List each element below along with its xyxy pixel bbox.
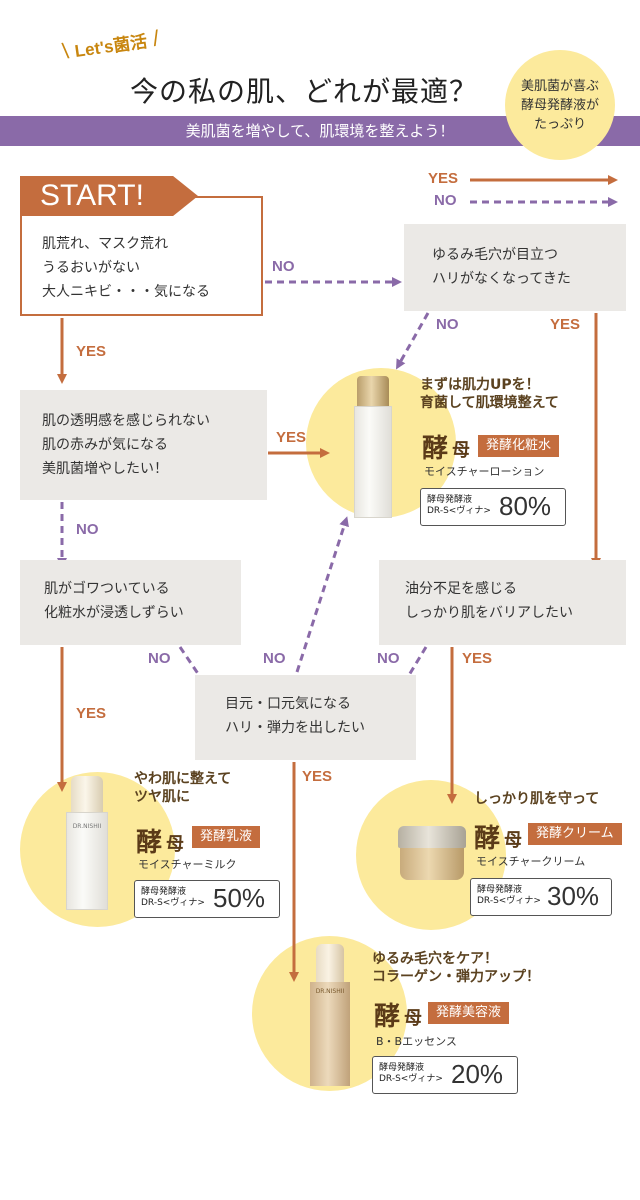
legend-no-label: NO xyxy=(434,192,457,209)
bottle-cap xyxy=(316,944,344,982)
essence-percent: 20% xyxy=(451,1059,504,1089)
arrow-q6-no xyxy=(295,516,349,673)
bottle-cap xyxy=(357,376,389,406)
cream-kanji-2: 母 xyxy=(504,830,522,851)
milk-kanji-1: 酵 xyxy=(136,828,163,858)
subtitle: 美肌菌を増やして、肌環境を整えよう！ xyxy=(185,122,455,140)
cream-kanji-1: 酵 xyxy=(474,824,501,854)
label-q5-yes: YES xyxy=(462,650,493,667)
label-q3-yes: YES xyxy=(550,316,581,333)
lotion-bottle xyxy=(354,376,392,518)
essence-bottle: DR.NISHII xyxy=(310,944,350,1086)
milk-kanji-2: 母 xyxy=(166,834,184,855)
start-tag: START! xyxy=(20,176,198,216)
milk-percent-box: 酵母発酵液 DR-S<ヴィナ> 50% xyxy=(134,880,280,918)
label-q2-no: NO xyxy=(76,521,99,538)
bottle-brand: DR.NISHII xyxy=(315,988,345,995)
lotion-name: モイスチャーローション xyxy=(424,465,545,478)
bottle-body: DR.NISHII xyxy=(310,982,350,1086)
label-q6-no: NO xyxy=(263,650,286,667)
question-line: 大人ニキビ・・・気になる xyxy=(42,284,210,300)
start-question-box: 肌荒れ、マスク荒れ うるおいがない 大人ニキビ・・・気になる xyxy=(20,196,263,316)
jar-body xyxy=(400,848,464,880)
lotion-percent: 80% xyxy=(499,491,552,521)
cream-headline: しっかり肌を守って xyxy=(474,791,600,807)
lotion-percent-box: 酵母発酵液 DR-S<ヴィナ> 80% xyxy=(420,488,566,526)
question-line: ハリがなくなってきた xyxy=(432,271,571,287)
lotion-kanji-1: 酵 xyxy=(422,434,449,464)
legend-yes-label: YES xyxy=(428,170,459,187)
question-line: 肌の透明感を感じられない xyxy=(42,413,210,429)
cream-name: モイスチャークリーム xyxy=(476,855,586,868)
milk-bottle: DR.NISHII xyxy=(66,776,108,910)
question-box-q3: ゆるみ毛穴が目立つ ハリがなくなってきた xyxy=(404,224,626,311)
label-q2-yes: YES xyxy=(276,429,307,446)
bottle-cap xyxy=(71,776,103,812)
lotion-headline: まずは肌力UPを！ 育菌して肌環境整えて xyxy=(420,377,559,411)
label-q4-no: NO xyxy=(148,650,171,667)
page-title: 今の私の肌、どれが最適？ xyxy=(130,75,479,108)
label-q6-yes: YES xyxy=(302,768,333,785)
arrow-q4-no xyxy=(178,646,212,694)
question-box-q5: 油分不足を感じる しっかり肌をバリアしたい xyxy=(379,560,626,645)
label-q1-yes: YES xyxy=(76,343,107,360)
question-box-q4: 肌がゴワついている 化粧水が浸透しずらい xyxy=(20,560,241,645)
cream-jar xyxy=(398,826,466,882)
essence-type-tag: 発酵美容液 xyxy=(428,1002,510,1024)
label-q1-no: NO xyxy=(272,258,295,275)
label-q3-no: NO xyxy=(436,316,459,333)
milk-name: モイスチャーミルク xyxy=(138,858,237,871)
badge-line: たっぷり xyxy=(533,116,586,132)
question-line: ハリ・弾力を出したい xyxy=(225,720,365,736)
cream-type-tag: 発酵クリーム xyxy=(528,823,622,845)
essence-kanji-1: 酵 xyxy=(374,1002,401,1032)
question-line: 化粧水が浸透しずらい xyxy=(44,605,184,621)
milk-percent: 50% xyxy=(213,883,266,913)
question-line: 肌荒れ、マスク荒れ xyxy=(42,236,169,252)
question-line: ゆるみ毛穴が目立つ xyxy=(432,247,558,263)
question-box-q6: 目元・口元気になる ハリ・弾力を出したい xyxy=(195,675,416,760)
lotion-type-tag: 発酵化粧水 xyxy=(478,435,560,457)
jar-lid xyxy=(398,826,466,848)
question-line: しっかり肌をバリアしたい xyxy=(405,605,573,621)
arrow-q3-no xyxy=(396,312,430,370)
label-q4-yes: YES xyxy=(76,705,107,722)
lotion-kanji-2: 母 xyxy=(452,440,470,461)
badge: 美肌菌が喜ぶ 酵母発酵液が たっぷり xyxy=(505,50,615,160)
milk-type-tag: 発酵乳液 xyxy=(192,826,261,848)
question-line: 美肌菌増やしたい！ xyxy=(42,461,168,477)
cream-percent-box: 酵母発酵液 DR-S<ヴィナ> 30% xyxy=(470,878,612,916)
question-line: 油分不足を感じる xyxy=(405,581,517,597)
question-line: 目元・口元気になる xyxy=(225,696,351,712)
essence-headline: ゆるみ毛穴をケア！ コラーゲン・弾力アップ！ xyxy=(372,951,540,985)
milk-headline: やわ肌に整えて ツヤ肌に xyxy=(134,771,232,805)
bottle-body xyxy=(354,406,392,518)
question-line: うるおいがない xyxy=(42,260,140,276)
cream-percent: 30% xyxy=(547,881,600,911)
question-line: 肌がゴワついている xyxy=(44,581,170,597)
label-q5-no: NO xyxy=(377,650,400,667)
essence-name: B・Bエッセンス xyxy=(376,1035,457,1048)
essence-percent-box: 酵母発酵液 DR-S<ヴィナ> 20% xyxy=(372,1056,518,1094)
bottle-body: DR.NISHII xyxy=(66,812,108,910)
question-box-q2: 肌の透明感を感じられない 肌の赤みが気になる 美肌菌増やしたい！ xyxy=(20,390,267,500)
badge-line: 酵母発酵液が xyxy=(520,97,599,113)
bottle-brand: DR.NISHII xyxy=(72,823,102,830)
essence-kanji-2: 母 xyxy=(404,1008,422,1029)
question-line: 肌の赤みが気になる xyxy=(42,437,168,453)
badge-line: 美肌菌が喜ぶ xyxy=(520,78,599,94)
